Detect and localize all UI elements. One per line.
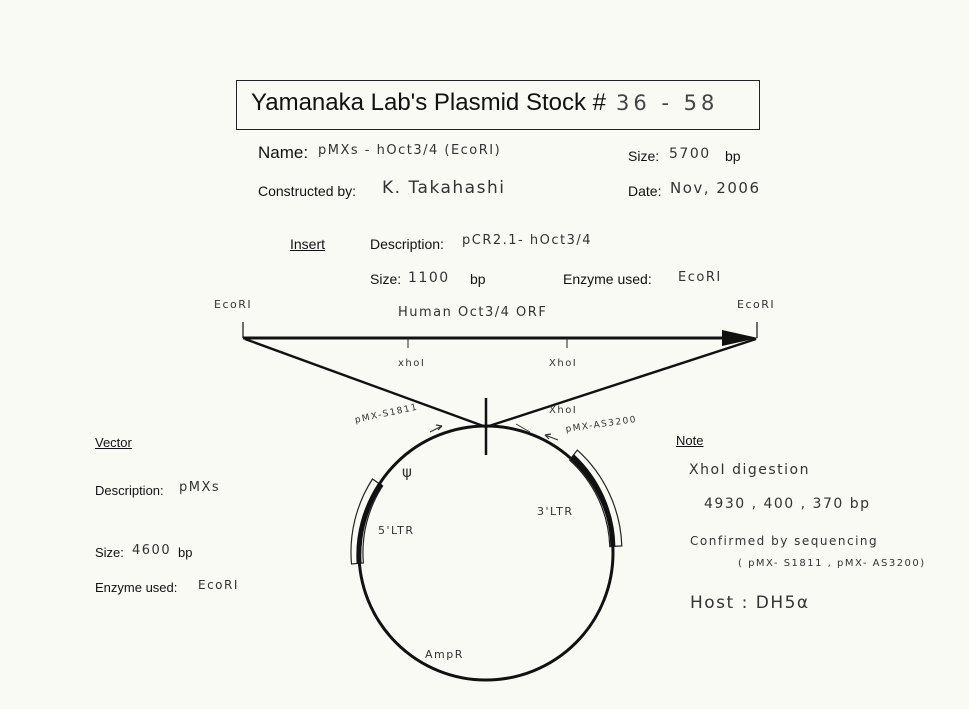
note-line-4: ( pMX- S1811 , pMX- AS3200): [738, 558, 926, 569]
title-box: Yamanaka Lab's Plasmid Stock # 36 - 58: [236, 80, 760, 130]
insert-enzyme-label: Enzyme used:: [563, 271, 652, 287]
vector-size-unit: bp: [178, 545, 193, 560]
primer-right-arrow: [544, 434, 559, 441]
site-right: EcoRI: [737, 298, 776, 311]
insert-size-unit: bp: [470, 271, 486, 287]
xhoi-2-label: XhoI: [549, 358, 578, 369]
xhoi-3-label: XhoI: [549, 405, 578, 416]
title-label: Yamanaka Lab's Plasmid Stock #: [251, 89, 606, 116]
note-heading: Note: [676, 433, 704, 448]
name-label: Name:: [258, 143, 309, 162]
orf-label: Human Oct3/4 ORF: [398, 305, 548, 320]
note-line-3: Confirmed by sequencing: [690, 534, 879, 548]
ltr3-backbone: [570, 454, 616, 547]
site-left: EcoRI: [214, 298, 253, 311]
constructed-label: Constructed by:: [258, 183, 357, 199]
date-label: Date:: [628, 183, 662, 199]
funnel-right: [485, 337, 757, 429]
note-line-5: Host : DH5α: [690, 593, 810, 613]
ltr5-backbone: [356, 482, 383, 564]
ampr-label: AmpR: [425, 648, 464, 661]
name-value: pMXs - hOct3/4 (EcoRI): [318, 143, 502, 158]
page-title: Yamanaka Lab's Plasmid Stock # 36 - 58: [251, 89, 718, 117]
vector-enzyme-label: Enzyme used:: [95, 580, 178, 595]
vector-enzyme-value: EcoRI: [198, 578, 239, 592]
xhoi-tick-3: [515, 423, 531, 433]
psi-label: ψ: [402, 463, 414, 481]
insert-heading: Insert: [290, 236, 326, 252]
insert-description-value: pCR2.1- hOct3/4: [462, 233, 592, 248]
constructed-value: K. Takahashi: [382, 178, 506, 198]
ltr5-box: [350, 478, 384, 565]
note-line-1: XhoI digestion: [689, 462, 810, 478]
vector-description-label: Description:: [95, 483, 164, 498]
ltr3-box: [568, 449, 623, 548]
stock-number: 36 - 58: [615, 91, 719, 115]
ltr3-label: 3'LTR: [537, 505, 574, 518]
plasmid-circle: [357, 424, 615, 682]
vector-description-value: pMXs: [179, 480, 221, 495]
xhoi-1-label: xhoI: [398, 358, 426, 369]
date-value: Nov, 2006: [670, 179, 761, 197]
vector-size-label: Size:: [95, 545, 124, 560]
insert-arrowhead: [722, 330, 758, 346]
insert-description-label: Description:: [370, 236, 444, 252]
size-label: Size:: [628, 148, 660, 164]
insert-enzyme-value: EcoRI: [678, 270, 722, 285]
size-unit: bp: [725, 148, 741, 164]
ltr5-label: 5'LTR: [378, 524, 415, 537]
funnel-left: [244, 337, 487, 429]
size-value: 5700: [669, 146, 711, 162]
vector-heading: Vector: [95, 435, 132, 450]
insert-size-value: 1100: [408, 270, 450, 286]
insert-size-label: Size:: [370, 271, 402, 287]
note-line-2: 4930 , 400 , 370 bp: [704, 496, 871, 512]
primer-left-arrow: [429, 425, 443, 433]
vector-size-value: 4600: [132, 543, 172, 558]
